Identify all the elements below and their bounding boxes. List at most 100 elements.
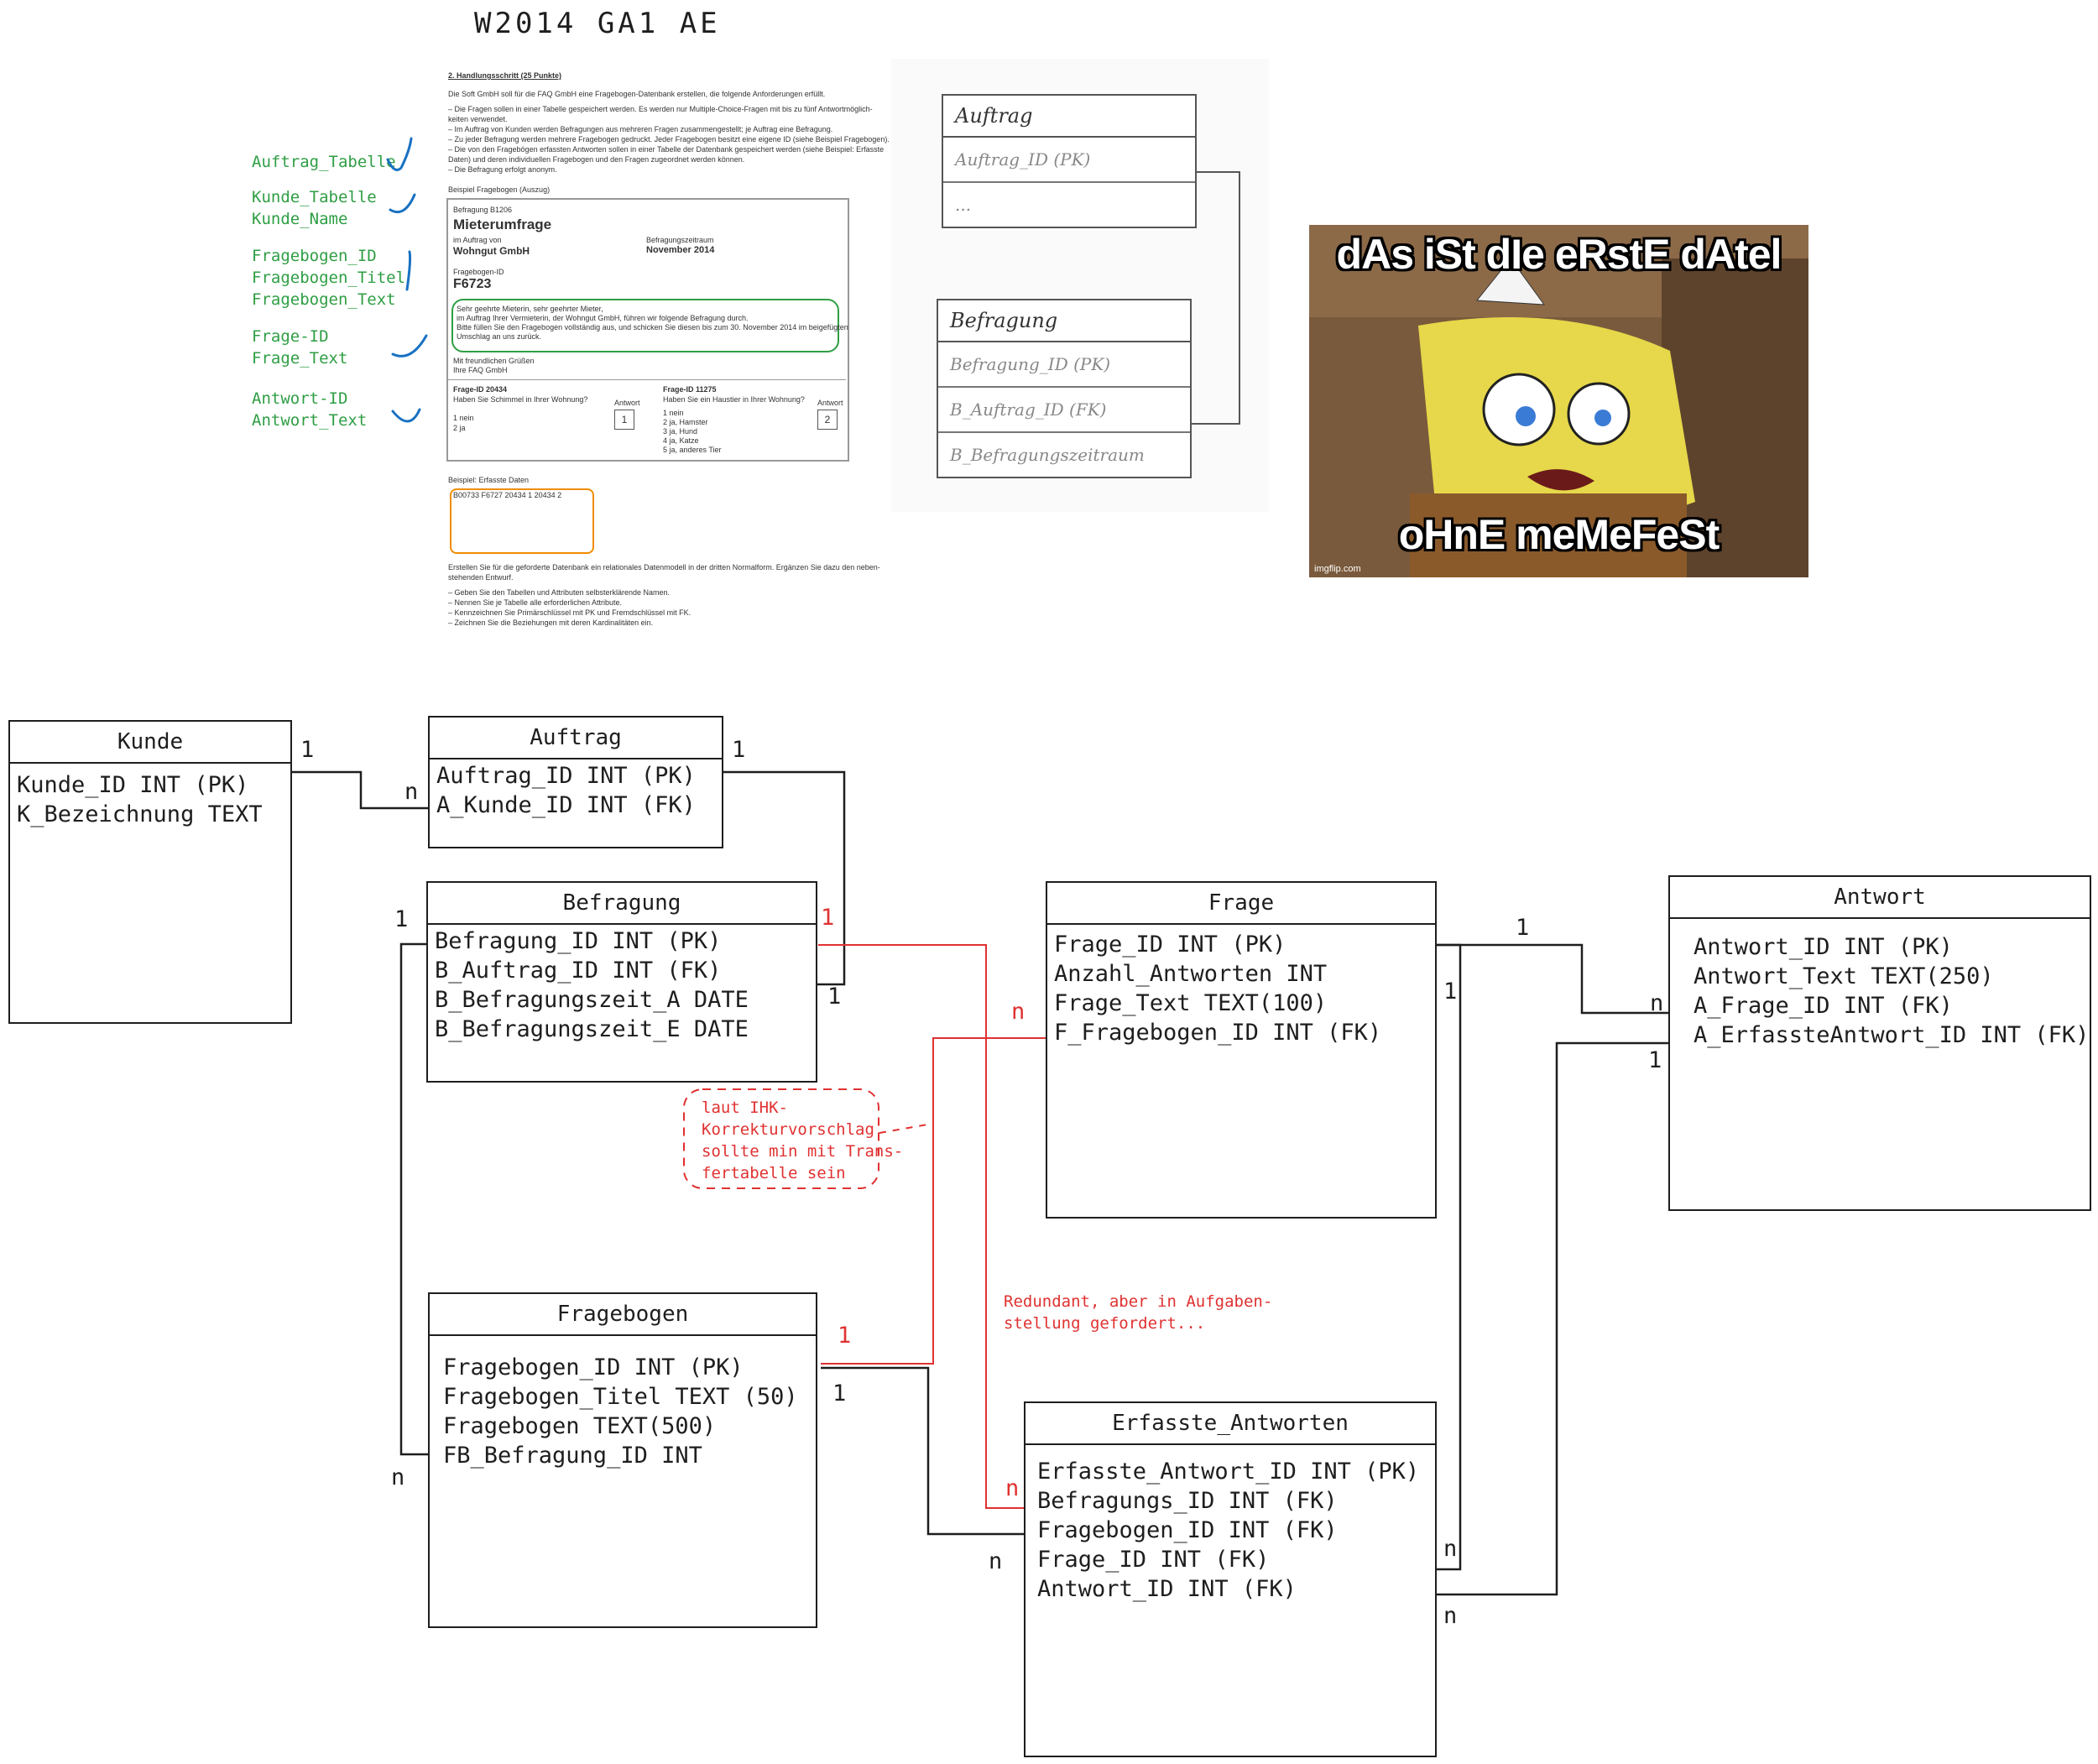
cardinality-label: 1 (732, 737, 746, 763)
sketch-befragung-table: Befragung Befragung_ID (PK) B_Auftrag_ID… (937, 299, 1192, 478)
q2-answer: 2 (817, 410, 838, 430)
q1-option: 1 nein (453, 414, 474, 422)
scan-requirement: – Die von den Fragebögen erfassten Antwo… (448, 145, 885, 154)
cardinality-label: n (1005, 1475, 1020, 1501)
q2-answer-label: Antwort (817, 399, 843, 407)
fragebogen-id-label: Fragebogen-ID (453, 268, 504, 276)
scan-example-label: Beispiel Fragebogen (Auszug) (448, 185, 551, 194)
task-bullet: – Kennzeichnen Sie Primärschlüssel mit P… (448, 608, 692, 617)
task-bullet: – Zeichnen Sie die Beziehungen mit deren… (448, 618, 654, 627)
rel-fragebogen-erfasste (821, 1366, 1028, 1536)
cardinality-label: 1 (1516, 915, 1530, 941)
sketch-auftrag-title: Auftrag (943, 96, 1195, 138)
page-title: W2014 GA1 AE (474, 7, 721, 40)
sketch-befragung-row: Befragung_ID (PK) (938, 342, 1190, 388)
entity-auftrag: Auftrag Auftrag_ID INT (PK) A_Kunde_ID I… (428, 716, 723, 848)
q2-option: 4 ja, Katze (663, 436, 699, 445)
fragebogen-id-value: F6723 (453, 277, 492, 291)
attribute: Fragebogen TEXT(500) (443, 1413, 717, 1439)
note-antwort: Antwort-ID Antwort_Text (252, 389, 368, 430)
rel-antwort-erfasste (1418, 1041, 1687, 1596)
task-bullet: – Geben Sie den Tabellen und Attributen … (448, 588, 671, 597)
sketch-auftrag-table: Auftrag Auftrag_ID (PK) ... (942, 94, 1197, 228)
entity-erfasste-antworten: Erfasste_Antworten Erfasste_Antwort_ID I… (1024, 1401, 1437, 1757)
greeting: Mit freundlichen Grüßen (453, 357, 535, 365)
note-fragebogen: Fragebogen_ID Fragebogen_Titel Frageboge… (252, 247, 406, 309)
attribute: Fragebogen_Titel TEXT (50) (443, 1384, 798, 1410)
cardinality-label: n (1011, 999, 1026, 1025)
client-name: Wohngut GmbH (453, 245, 530, 257)
cardinality-label: n (404, 779, 419, 805)
sketch-relation-line (1192, 171, 1240, 425)
entity-title: Fragebogen (430, 1294, 816, 1336)
scan-requirement: keiten verwendet. (448, 115, 508, 123)
rel-befragung-erfasste-red (818, 944, 1028, 1509)
attribute: Auftrag_ID INT (PK) (436, 763, 696, 789)
sketch-befragung-row: B_Befragungszeitraum (950, 445, 1145, 465)
letter-line: Bitte füllen Sie den Fragebogen vollstän… (457, 323, 848, 331)
checkmark-icon (391, 334, 428, 357)
attribute: A_Kunde_ID INT (FK) (436, 792, 696, 818)
meme-image: dAs iSt dIe eRstE dAtel oHnE meMeFeSt im… (1309, 225, 1808, 577)
ihk-note-pointer (879, 1124, 928, 1134)
q2-id: Frage-ID 11275 (663, 385, 717, 394)
cardinality-label: n (1443, 1536, 1458, 1562)
sponge-illustration (1309, 225, 1808, 577)
q2-option: 1 nein (663, 409, 684, 417)
attribute: Frage_Text TEXT(100) (1054, 990, 1328, 1016)
cardinality-label: 1 (832, 1380, 847, 1407)
exam-sketch-excerpt: Auftrag Auftrag_ID (PK) ... Befragung Be… (891, 59, 1269, 512)
scan-heading: 2. Handlungsschritt (25 Punkte) (448, 71, 562, 80)
rel-befragung-fragebogen (399, 942, 441, 1456)
q2-option: 5 ja, anderes Tier (663, 446, 722, 454)
attribute: A_ErfassteAntwort_ID INT (FK) (1694, 1022, 2090, 1048)
period-value: November 2014 (646, 245, 715, 255)
meme-credit: imgflip.com (1314, 564, 1361, 574)
attribute: Kunde_ID INT (PK) (17, 772, 249, 798)
cardinality-label: 1 (1443, 979, 1458, 1005)
checkmark-icon (405, 250, 412, 291)
checkmark-icon (389, 193, 416, 214)
entity-frage: Frage Frage_ID INT (PK) Anzahl_Antworten… (1046, 881, 1437, 1219)
attribute: Antwort_ID INT (FK) (1037, 1576, 1297, 1602)
sketch-befragung-title: Befragung (938, 300, 1190, 342)
exam-scan: 2. Handlungsschritt (25 Punkte) Die Soft… (445, 67, 890, 638)
task-bullet: – Nennen Sie je Tabelle alle erforderlic… (448, 598, 622, 607)
captured-row: B00733 F6727 20434 1 20434 2 (453, 491, 562, 499)
scan-requirement: – Zu jeder Befragung werden mehrere Frag… (448, 135, 890, 144)
attribute: K_Bezeichnung TEXT (17, 801, 263, 827)
cardinality-label: n (1650, 990, 1664, 1016)
cardinality-label: 1 (838, 1323, 852, 1349)
letter-highlight: Sehr geehrte Mieterin, sehr geehrter Mie… (451, 299, 848, 352)
cardinality-label: 1 (300, 737, 315, 763)
entity-title: Kunde (10, 722, 290, 764)
scan-requirement: – Die Befragung erfolgt anonym. (448, 165, 557, 174)
q1-option: 2 ja (453, 424, 466, 432)
cardinality-label: n (989, 1548, 1003, 1574)
attribute: B_Befragungszeit_A DATE (435, 987, 749, 1013)
cardinality-label: 1 (827, 984, 842, 1010)
attribute: A_Frage_ID INT (FK) (1694, 993, 1953, 1019)
sketch-auftrag-row: Auftrag_ID (PK) (943, 138, 1195, 183)
cardinality-label: 1 (394, 906, 409, 932)
sketch-befragung-row: B_Auftrag_ID (FK) (938, 388, 1190, 433)
attribute: Befragungs_ID INT (FK) (1037, 1488, 1338, 1514)
on-behalf-label: im Auftrag von (453, 236, 502, 244)
greeting: Ihre FAQ GmbH (453, 366, 508, 374)
scan-requirement: – Die Fragen sollen in einer Tabelle ges… (448, 105, 873, 113)
task-line: Erstellen Sie für die geforderte Datenba… (448, 563, 880, 571)
note-kunde: Kunde_Tabelle Kunde_Name (252, 188, 377, 228)
entity-title: Erfasste_Antworten (1026, 1403, 1435, 1445)
attribute: B_Auftrag_ID INT (FK) (435, 958, 722, 984)
survey-title: Mieterumfrage (453, 217, 552, 232)
q1-id: Frage-ID 20434 (453, 385, 508, 394)
letter-line: Umschlag an uns zurück. (457, 332, 542, 341)
ihk-note: laut IHK- Korrekturvorschlag sollte min … (702, 1099, 904, 1182)
entity-title: Befragung (428, 883, 816, 925)
captured-data-highlight: B00733 F6727 20434 1 20434 2 (450, 488, 594, 554)
scan-intro: Die Soft GmbH soll für die FAQ GmbH eine… (448, 90, 826, 98)
entity-title: Auftrag (430, 718, 722, 759)
checkmark-icon (391, 408, 421, 423)
period-label: Befragungszeitraum (646, 236, 714, 244)
